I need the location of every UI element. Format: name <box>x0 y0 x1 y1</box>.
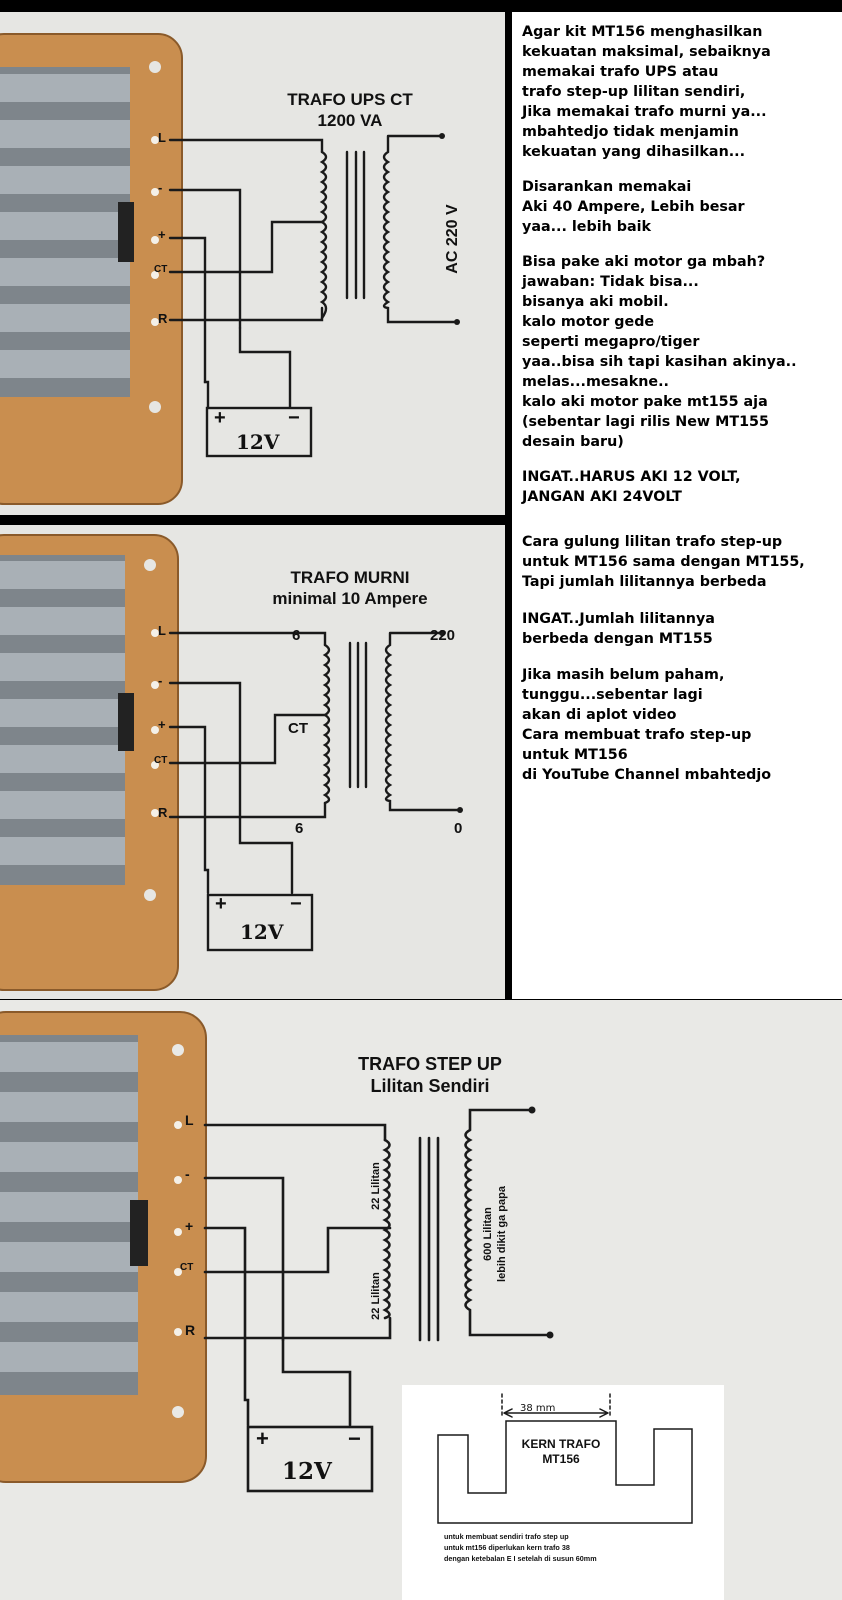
text-block-faq: Bisa pake aki motor ga mbah? jawaban: Ti… <box>522 254 797 450</box>
stepup-terminal-plus: + <box>185 1218 194 1234</box>
heatsink <box>0 67 134 397</box>
text-block-intro: Agar kit MT156 menghasilkan kekuatan mak… <box>522 24 771 160</box>
text-block-aki: Disarankan memakai Aki 40 Ampere, Lebih … <box>522 179 745 235</box>
murni-primary-top: 6 <box>292 627 301 644</box>
stepup-title: TRAFO STEP UP Lilitan Sendiri <box>330 1053 530 1097</box>
text-block-warning-lilitan: INGAT..Jumlah lilitannya berbeda dengan … <box>522 611 715 647</box>
stepup-terminal-minus: - <box>185 1166 190 1182</box>
kern-title-line2: MT156 <box>542 1452 580 1466</box>
ups-ac-label: AC 220 V <box>444 204 461 274</box>
stepup-title-line1: TRAFO STEP UP <box>358 1054 502 1074</box>
ups-battery-label: 12V <box>236 430 280 454</box>
murni-terminal-l: L <box>158 623 166 638</box>
circuit-wiring <box>168 631 460 952</box>
murni-battery-label: 12V <box>240 920 284 944</box>
stepup-battery-label: 12V <box>282 1458 332 1485</box>
kern-title: KERN TRAFO MT156 <box>506 1437 616 1467</box>
stepup-battery-minus: − <box>348 1426 361 1451</box>
panel-trafo-ups: TRAFO UPS CT 1200 VA AC 220 V L - + CT R… <box>0 12 505 515</box>
ups-diagram <box>0 12 505 515</box>
murni-terminal-plus: + <box>158 717 166 732</box>
murni-title-line2: minimal 10 Ampere <box>272 589 428 608</box>
kern-note-line3: dengan ketebalan E I setelah di susun 60… <box>444 1554 597 1563</box>
kern-note-line2: untuk mt156 diperlukan kern trafo 38 <box>444 1543 570 1552</box>
explanation-column: Agar kit MT156 menghasilkan kekuatan mak… <box>512 12 842 999</box>
murni-terminal-ct: CT <box>154 755 168 766</box>
circuit-wiring <box>203 1108 550 1493</box>
ups-title-line1: TRAFO UPS CT <box>287 90 413 109</box>
stepup-battery-plus: + <box>256 1426 269 1451</box>
stepup-secondary-line2: lebih dikit ga papa <box>496 1186 508 1282</box>
murni-terminal-minus: - <box>158 673 163 688</box>
murni-secondary-top: 220 <box>430 627 456 644</box>
kern-trafo-sketch: 38 mm KERN TRAFO MT156 untuk membuat sen… <box>402 1385 724 1600</box>
text-block-gulung: Cara gulung lilitan trafo step-up untuk … <box>522 534 805 590</box>
circuit-wiring <box>168 134 457 458</box>
kern-note: untuk membuat sendiri trafo step up untu… <box>444 1531 597 1564</box>
stepup-title-line2: Lilitan Sendiri <box>370 1076 490 1096</box>
stepup-terminal-r: R <box>185 1322 196 1338</box>
ups-title: TRAFO UPS CT 1200 VA <box>270 89 430 131</box>
stepup-secondary-label: 600 Lilitan lebih dikit ga papa <box>481 1169 509 1299</box>
heatsink <box>0 555 134 885</box>
murni-battery-minus: − <box>290 893 302 915</box>
ups-battery-minus: − <box>288 407 300 429</box>
stepup-terminal-l: L <box>185 1112 194 1128</box>
heatsink <box>0 1035 148 1395</box>
stepup-secondary-line1: 600 Lilitan <box>482 1207 494 1261</box>
text-block-video: Jika masih belum paham, tunggu...sebenta… <box>522 667 772 783</box>
murni-diagram <box>0 525 505 999</box>
kern-shape <box>437 1392 693 1524</box>
panel-trafo-murni: TRAFO MURNI minimal 10 Ampere 6 CT 6 220… <box>0 525 505 999</box>
stepup-terminal-ct: CT <box>180 1262 194 1273</box>
ups-title-line2: 1200 VA <box>317 111 383 130</box>
kern-note-line1: untuk membuat sendiri trafo step up <box>444 1532 569 1541</box>
murni-primary-ct: CT <box>288 720 308 737</box>
murni-battery-plus: + <box>215 893 227 915</box>
murni-secondary-bottom: 0 <box>454 820 463 837</box>
ups-battery-plus: + <box>214 407 226 429</box>
text-block-warning-12v: INGAT..HARUS AKI 12 VOLT, JANGAN AKI 24V… <box>522 469 741 505</box>
kern-dimension: 38 mm <box>520 1403 556 1414</box>
kern-title-line1: KERN TRAFO <box>521 1437 601 1451</box>
ups-terminal-plus: + <box>158 227 166 242</box>
stepup-primary-lower: 22 Lilitan <box>370 1272 382 1320</box>
ups-terminal-ct: CT <box>154 264 168 275</box>
ups-terminal-l: L <box>158 130 166 145</box>
ups-terminal-minus: - <box>158 180 163 195</box>
murni-terminal-r: R <box>158 805 168 820</box>
murni-primary-bottom: 6 <box>295 820 304 837</box>
murni-title-line1: TRAFO MURNI <box>290 568 410 587</box>
murni-title: TRAFO MURNI minimal 10 Ampere <box>255 567 445 609</box>
stepup-primary-upper: 22 Lilitan <box>370 1162 382 1210</box>
ups-terminal-r: R <box>158 311 168 326</box>
